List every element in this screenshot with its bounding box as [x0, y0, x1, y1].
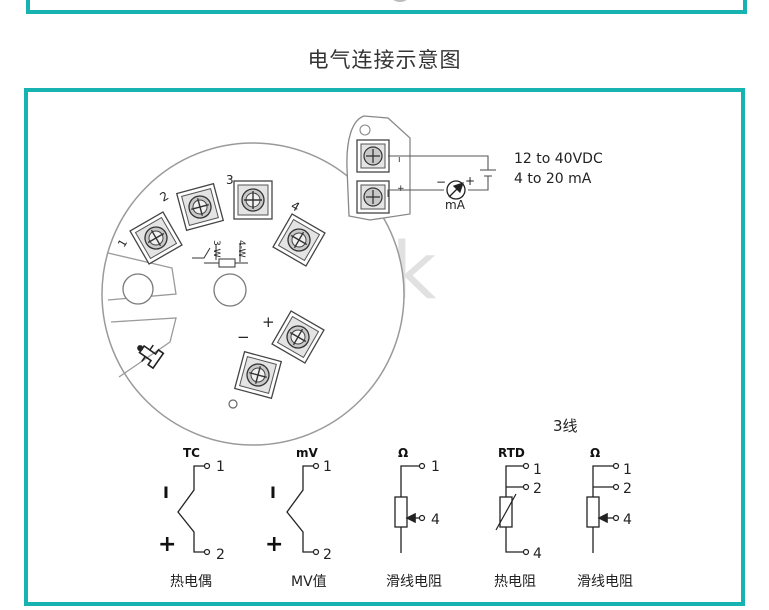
- schematic-title: RTD: [498, 446, 525, 460]
- page-title: 电气连接示意图: [307, 48, 462, 72]
- schematic-potentiometer-2wire: Ω 1 4 滑线电阻: [386, 446, 442, 590]
- pin-label: 4: [623, 512, 632, 528]
- mounting-hole-left: [122, 273, 154, 305]
- ammeter: [446, 180, 466, 200]
- schematic-potentiometer-3wire: Ω 1 2 4 滑线电阻: [577, 446, 633, 590]
- power-terminal-minus: [356, 139, 390, 173]
- schematic-title: Ω: [590, 446, 600, 460]
- center-hole: [213, 273, 247, 307]
- ammeter-plus-label: +: [465, 174, 475, 188]
- schematic-caption: 滑线电阻: [386, 573, 442, 590]
- connector-plus-mark: +: [397, 184, 405, 194]
- supply-voltage: 12 to 40VDC: [514, 151, 603, 167]
- minus-sign: I: [163, 483, 169, 502]
- ammeter-unit: mA: [445, 198, 466, 212]
- schematic-mv: mV 1 2 I + MV值: [265, 446, 332, 590]
- plus-sign: +: [265, 532, 283, 557]
- rtd-3w-label: 3-W: [211, 240, 221, 258]
- connector-minus-mark: ı: [398, 155, 401, 165]
- output-plus-label: +: [262, 313, 275, 331]
- usb-icon: [137, 344, 165, 370]
- supply-current: 4 to 20 mA: [514, 171, 592, 187]
- pin-label: 1: [323, 459, 332, 475]
- pin-label: 4: [533, 546, 542, 562]
- pin-label: 4: [431, 512, 440, 528]
- schematic-caption: MV值: [291, 574, 327, 590]
- pin-label: 2: [533, 481, 542, 497]
- schematic-caption: 热电阻: [494, 574, 536, 590]
- minus-sign: I: [270, 483, 276, 502]
- transmitter-housing: [101, 142, 405, 446]
- schematic-title: TC: [183, 446, 200, 460]
- plus-sign: +: [158, 532, 176, 557]
- terminal-number-3: 3: [226, 173, 234, 187]
- schematic-rtd: RTD 1 2 4 热电阻: [494, 446, 542, 590]
- schematic-tc: TC 1 2 I + 热电偶: [158, 446, 225, 590]
- schematic-caption: 热电偶: [170, 574, 212, 590]
- pin-label: 1: [431, 459, 440, 475]
- schematic-title: Ω: [398, 446, 408, 460]
- pin-label: 1: [623, 462, 632, 478]
- terminal-3: [233, 180, 273, 220]
- schematic-caption: 滑线电阻: [577, 573, 633, 590]
- pin-label: 2: [323, 547, 332, 563]
- three-wire-label: 3线: [553, 417, 578, 435]
- schematic-title: mV: [296, 446, 319, 460]
- pin-label: 1: [216, 459, 225, 475]
- transmitter-module: 1 2 3 4 − + 3-W 4-W: [101, 142, 405, 446]
- ammeter-minus-label: −: [436, 175, 446, 189]
- top-panel-edge: [26, 0, 747, 14]
- output-minus-label: −: [237, 328, 250, 346]
- pin-label: 2: [623, 481, 632, 497]
- power-connector: ı +: [346, 115, 411, 221]
- power-terminal-plus: [356, 180, 390, 214]
- rtd-4w-label: 4-W: [236, 240, 246, 258]
- pin-label: 2: [216, 547, 225, 563]
- pin-label: 1: [533, 462, 542, 478]
- power-wiring: [387, 155, 496, 197]
